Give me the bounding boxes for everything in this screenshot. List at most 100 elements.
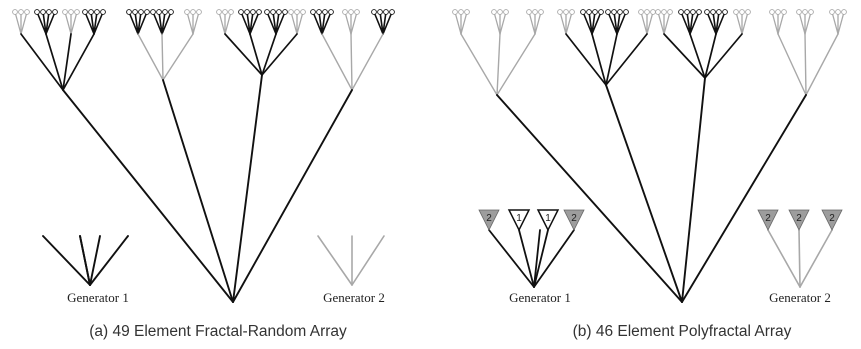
panel-a-generator-1-label: Generator 1 — [67, 290, 129, 305]
trunk-line — [681, 77, 706, 303]
panel-a-fractal-random-array: Generator 1 Generator 2 (a) 49 Element F… — [12, 9, 395, 340]
branch-line — [240, 11, 251, 35]
element-node — [623, 9, 629, 15]
branch-line — [689, 11, 700, 35]
branch-line — [735, 11, 743, 35]
element-node — [228, 9, 234, 15]
branch-line — [689, 11, 694, 35]
branch-line — [192, 11, 200, 35]
branch-line — [261, 33, 298, 76]
branch-line — [249, 11, 260, 35]
element-node — [40, 9, 46, 15]
branch-line — [261, 33, 277, 76]
trunk-line — [681, 94, 807, 303]
element-node — [796, 9, 802, 15]
branch-line — [45, 11, 50, 35]
branch-line — [161, 11, 166, 35]
branch-line — [534, 11, 542, 35]
element-node — [532, 9, 538, 15]
branch-line — [605, 33, 648, 86]
trunk-line — [496, 94, 683, 303]
branch-line — [704, 33, 717, 79]
branch-line — [496, 33, 501, 96]
element-node — [557, 9, 563, 15]
branch-line — [460, 33, 498, 96]
branch-line — [14, 11, 22, 35]
branch-line — [689, 33, 706, 79]
panel-b-generator-1-label: Generator 1 — [509, 290, 571, 305]
branch-line — [767, 229, 801, 288]
element-node — [310, 9, 316, 15]
branch-line — [89, 235, 101, 286]
branch-line — [290, 11, 298, 35]
element-node — [82, 9, 88, 15]
branch-line — [382, 11, 387, 35]
branch-line — [591, 33, 607, 86]
panel-a-generator-2-label: Generator 2 — [323, 290, 385, 305]
element-node — [126, 9, 132, 15]
branch-line — [646, 11, 654, 35]
element-node — [371, 9, 377, 15]
branch-line — [488, 229, 535, 288]
branch-line — [582, 11, 593, 35]
element-node — [716, 9, 722, 15]
branch-line — [79, 235, 91, 286]
branch-line — [777, 33, 807, 96]
branch-line — [344, 11, 352, 35]
branch-line — [528, 11, 536, 35]
element-node — [46, 9, 52, 15]
branch-line — [798, 229, 801, 288]
branch-line — [272, 11, 277, 35]
branch-line — [804, 11, 812, 35]
branch-line — [741, 11, 749, 35]
branch-line — [89, 235, 129, 286]
element-node — [661, 9, 667, 15]
branch-line — [663, 33, 706, 79]
branch-line — [128, 11, 139, 35]
element-node — [704, 9, 710, 15]
generator-badge-number: 2 — [796, 213, 802, 224]
element-node — [62, 9, 68, 15]
branch-line — [805, 33, 839, 96]
branch-line — [704, 33, 743, 79]
branch-line — [591, 11, 602, 35]
panel-b-caption: (b) 46 Element Polyfractal Array — [573, 323, 792, 340]
branch-line — [686, 11, 691, 35]
element-node — [238, 9, 244, 15]
element-node — [684, 9, 690, 15]
branch-line — [249, 33, 263, 76]
element-node — [244, 9, 250, 15]
branch-line — [152, 11, 163, 35]
element-node — [497, 9, 503, 15]
element-node — [138, 9, 144, 15]
branch-line — [312, 11, 323, 35]
element-node — [841, 9, 847, 15]
branch-line — [351, 235, 385, 286]
element-node — [452, 9, 458, 15]
element-node — [739, 9, 745, 15]
element-node — [464, 9, 470, 15]
element-node — [377, 9, 383, 15]
branch-line — [224, 33, 263, 76]
branch-line — [158, 11, 163, 35]
element-node — [769, 9, 775, 15]
panel-b-tree — [452, 9, 847, 303]
branch-line — [379, 11, 384, 35]
element-node — [722, 9, 728, 15]
branch-line — [657, 11, 665, 35]
element-node — [88, 9, 94, 15]
element-node — [196, 9, 202, 15]
branch-line — [350, 33, 353, 91]
branch-line — [62, 33, 95, 91]
branch-line — [715, 11, 726, 35]
element-node — [132, 9, 138, 15]
element-node — [100, 9, 106, 15]
element-node — [190, 9, 196, 15]
branch-line — [351, 33, 384, 91]
element-node — [74, 9, 80, 15]
branch-line — [186, 11, 194, 35]
branch-line — [496, 33, 536, 96]
element-node — [162, 9, 168, 15]
